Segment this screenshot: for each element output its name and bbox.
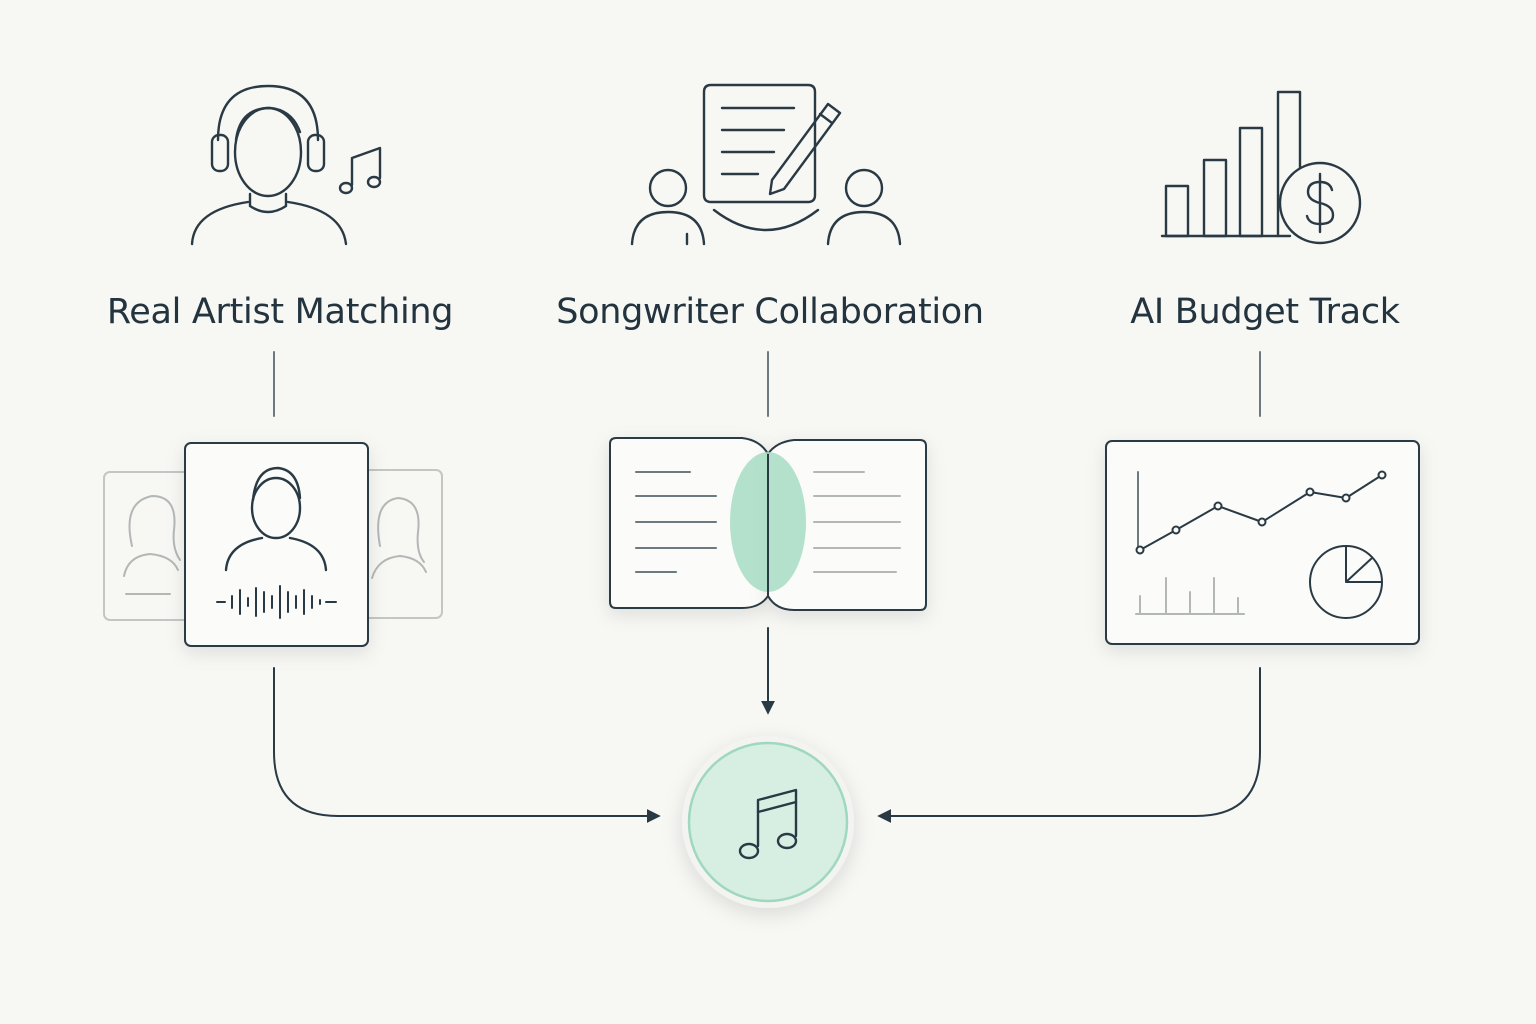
connector-lines [273,351,1261,417]
pie-chart-icon [1309,545,1383,619]
music-hub [682,736,854,908]
dollar-icon [1278,161,1362,245]
avatar-faded-right [371,497,427,579]
feature-label-real-artist-matching: Real Artist Matching [106,292,454,332]
text-lines-right [813,471,901,573]
feature-label-songwriter-collaboration: Songwriter Collaboration [556,292,984,332]
analytics-dashboard [1105,440,1420,645]
music-note-icon [738,788,798,860]
feature-label-ai-budget-track: AI Budget Track [1130,292,1400,332]
songwriters-document-icon [630,83,902,246]
shared-lyrics-documents [609,437,927,611]
artist-headphones-icon [190,84,382,246]
text-lines-left [635,471,717,573]
flow-arrows [273,627,1261,823]
avatar-faded-left [123,495,181,595]
line-points [1135,470,1387,555]
waveform-icon [216,585,337,619]
avatar-icon [224,466,328,572]
music-note-small-icon [338,146,382,195]
mini-bars [1135,577,1245,615]
artist-profile-cards [103,442,443,647]
budget-chart-dollar-icon [1160,90,1362,245]
pencil-icon [768,102,842,196]
